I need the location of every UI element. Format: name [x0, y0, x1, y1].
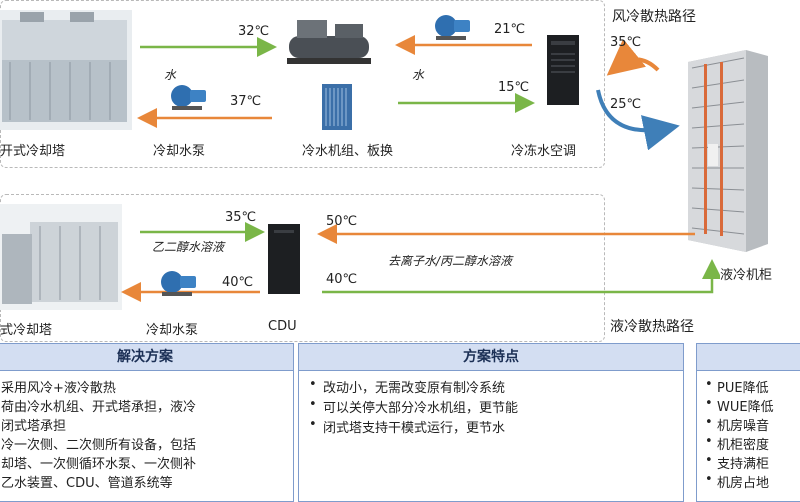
- solution-title: 解决方案: [0, 344, 293, 371]
- solution-line-2: 荷由冷水机组、开式塔承担，液冷: [1, 400, 197, 415]
- solution-line-6: 乙水装置、CDU、管道系统等: [1, 476, 173, 491]
- top-flow-arrows: [137, 35, 535, 128]
- chiller-label: 冷水机组、板换: [302, 144, 394, 159]
- liquid-path-title: 液冷散热路径: [610, 319, 694, 335]
- cold-air-arrow: [596, 89, 680, 150]
- air-loop-arrows: [596, 40, 680, 150]
- benefits-box: • PUE降低 • WUE降低 • 机房噪音 • 机柜密度 • 支持满柜 • 机…: [696, 343, 800, 502]
- water-label-right: 水: [412, 68, 425, 82]
- bottom-temp-40a: 40℃: [222, 275, 254, 290]
- benefits-bullet-3: •: [705, 415, 713, 430]
- solution-line-3: 闭式塔承担: [1, 419, 67, 434]
- benefits-bullet-6: •: [705, 472, 713, 487]
- solution-box: 解决方案 采用风冷+液冷散热 荷由冷水机组、开式塔承担，液冷 闭式塔承担 冷一次…: [0, 343, 294, 502]
- temp-32: 32℃: [238, 24, 270, 39]
- features-line-2: 可以关停大部分冷水机组，更节能: [323, 401, 519, 416]
- bottom-temp-35: 35℃: [225, 210, 257, 225]
- features-box: 方案特点 • 改动小，无需改变原有制冷系统 • 可以关停大部分冷水机组，更节能 …: [298, 343, 684, 502]
- solution-line-5: 却塔、一次侧循环水泵、一次侧补: [1, 457, 197, 472]
- bottom-cooling-pump-label: 冷却水泵: [146, 323, 199, 338]
- closed-cooling-tower-label: 式冷却塔: [0, 323, 53, 338]
- air-temp-25: 25℃: [610, 97, 642, 112]
- temp-37: 37℃: [230, 94, 262, 109]
- bottom-flow-arrows: [121, 222, 720, 302]
- features-bullet-3: •: [309, 417, 317, 432]
- air-temp-35: 35℃: [610, 35, 642, 50]
- open-cooling-tower-image: [0, 10, 132, 130]
- bottom-temp-50: 50℃: [326, 214, 358, 229]
- temp-21: 21℃: [494, 22, 526, 37]
- top-cooling-pump-label: 冷却水泵: [153, 144, 206, 159]
- features-title: 方案特点: [299, 344, 683, 371]
- benefits-bullet-5: •: [705, 453, 713, 468]
- solution-line-4: 冷一次侧、二次侧所有设备，包括: [1, 438, 197, 453]
- benefits-line-6: 机房占地: [717, 476, 770, 491]
- crac-label: 冷冻水空调: [511, 144, 577, 159]
- features-line-1: 改动小，无需改变原有制冷系统: [323, 381, 506, 396]
- plate-heat-exchanger-image: [318, 82, 356, 132]
- temp-15: 15℃: [498, 80, 530, 95]
- closed-cooling-tower-image: [0, 204, 122, 310]
- benefits-title: [697, 344, 800, 371]
- top-cooling-pump-image: [168, 82, 208, 112]
- glycol-label: 乙二醇水溶液: [152, 240, 225, 254]
- bottom-cooling-pump-image: [158, 268, 198, 298]
- liquid-cabinet-label: 液冷机柜: [720, 268, 773, 283]
- benefits-bullet-1: •: [705, 377, 713, 392]
- cdu-image: [266, 222, 302, 296]
- benefits-bullet-2: •: [705, 396, 713, 411]
- benefits-line-2: WUE降低: [717, 400, 774, 415]
- features-bullet-2: •: [309, 397, 317, 412]
- water-label-left: 水: [164, 68, 177, 82]
- chiller-image: [283, 14, 375, 66]
- cdu-label: CDU: [268, 319, 297, 334]
- dionized-water-label: 去离子水/丙二醇水溶液: [388, 254, 513, 268]
- bottom-temp-40b: 40℃: [326, 272, 358, 287]
- secondary-supply-arrow: [322, 259, 720, 294]
- benefits-line-5: 支持满柜: [717, 457, 770, 472]
- benefits-bullet-4: •: [705, 434, 713, 449]
- benefits-line-3: 机房噪音: [717, 419, 770, 434]
- open-cooling-tower-label: 开式冷却塔: [0, 144, 66, 159]
- chilled-water-pump-image: [432, 12, 472, 42]
- features-bullet-1: •: [309, 377, 317, 392]
- hot-air-arrow: [606, 40, 660, 76]
- features-line-3: 闭式塔支持干模式运行，更节水: [323, 421, 506, 436]
- liquid-cooled-cabinet-image: [684, 48, 772, 254]
- solution-line-1: 采用风冷+液冷散热: [1, 381, 116, 396]
- benefits-line-1: PUE降低: [717, 381, 769, 396]
- crac-unit-image: [545, 33, 581, 107]
- benefits-line-4: 机柜密度: [717, 438, 770, 453]
- air-path-title: 风冷散热路径: [612, 9, 696, 25]
